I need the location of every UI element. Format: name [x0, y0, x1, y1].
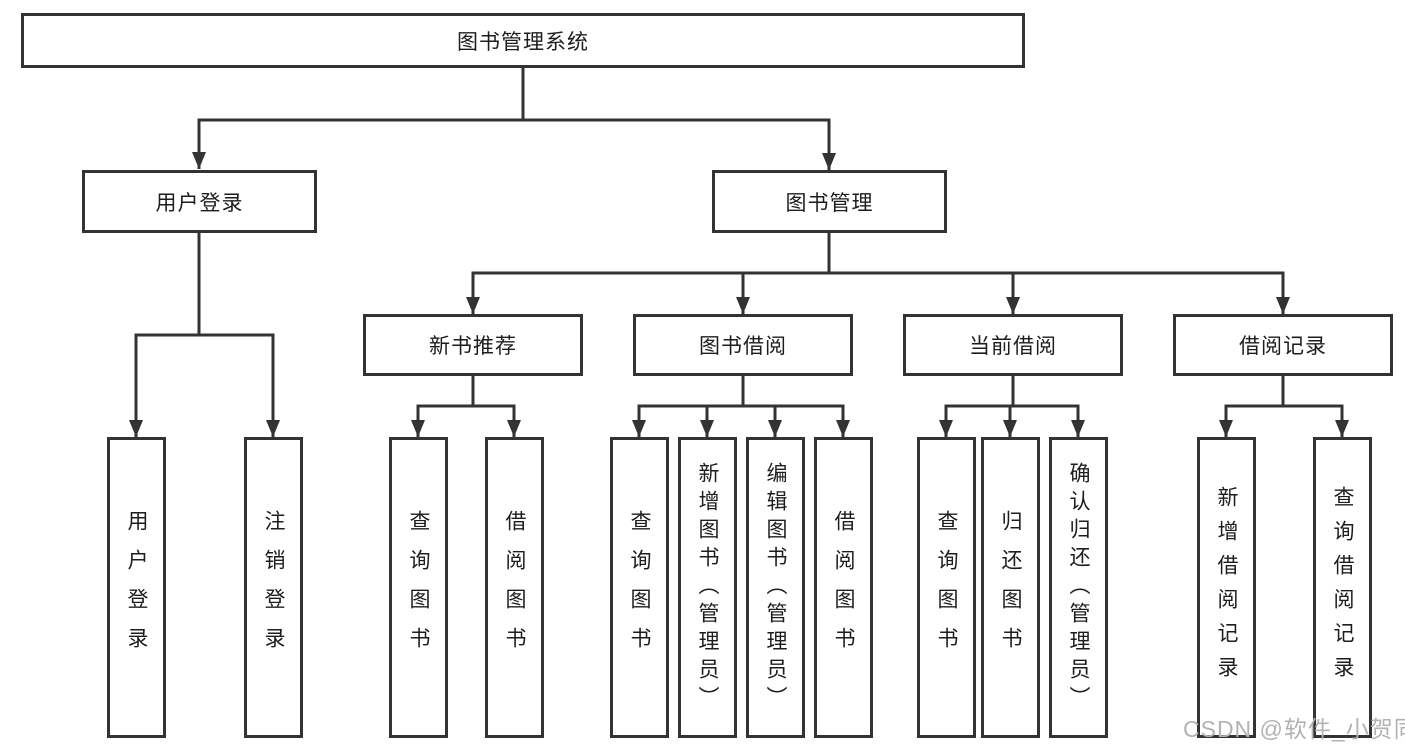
leaf-label: 注销登录 [262, 509, 285, 666]
node-new-book-recommendation: 新书推荐 [363, 314, 583, 376]
leaf-edit-books-admin: 编辑图书（管理员） [746, 437, 805, 738]
leaf-return-books: 归还图书 [981, 437, 1040, 738]
leaf-label: 查询借阅记录 [1331, 485, 1354, 690]
leaf-query-borrow-record: 查询借阅记录 [1313, 437, 1372, 738]
leaf-label: 查询图书 [407, 509, 430, 666]
leaf-add-borrow-record: 新增借阅记录 [1197, 437, 1256, 738]
csdn-watermark: CSDN @软件_小贺同学 [1183, 716, 1405, 742]
leaf-query-books-borrow: 查询图书 [610, 437, 669, 738]
node-library-management-system: 图书管理系统 [21, 13, 1025, 68]
leaf-label: 用户登录 [125, 509, 148, 666]
node-book-borrowing: 图书借阅 [633, 314, 853, 376]
leaf-user-login: 用户登录 [107, 437, 166, 738]
leaf-label: 新增图书（管理员） [696, 461, 719, 714]
leaf-query-books-rec: 查询图书 [389, 437, 448, 738]
leaf-query-books-current: 查询图书 [917, 437, 976, 738]
leaf-label: 借阅图书 [832, 509, 855, 666]
node-label: 图书管理系统 [457, 30, 589, 54]
leaf-label: 确认归还（管理员） [1067, 461, 1090, 714]
leaf-add-books-admin: 新增图书（管理员） [678, 437, 737, 738]
leaf-confirm-return-admin: 确认归还（管理员） [1049, 437, 1108, 738]
leaf-borrow-books-rec: 借阅图书 [485, 437, 544, 738]
leaf-label: 归还图书 [999, 509, 1022, 666]
node-label: 图书借阅 [699, 335, 787, 358]
node-label: 借阅记录 [1239, 335, 1327, 358]
leaf-label: 借阅图书 [503, 509, 526, 666]
leaf-logout: 注销登录 [244, 437, 303, 738]
node-book-management: 图书管理 [712, 170, 947, 233]
node-user-login: 用户登录 [82, 170, 317, 233]
node-label: 新书推荐 [429, 335, 517, 358]
node-label: 用户登录 [155, 191, 244, 215]
leaf-label: 新增借阅记录 [1215, 485, 1238, 690]
node-label: 图书管理 [785, 191, 874, 215]
leaf-label: 编辑图书（管理员） [764, 461, 787, 714]
node-current-borrowing: 当前借阅 [903, 314, 1123, 376]
leaf-borrow-books: 借阅图书 [814, 437, 873, 738]
leaf-label: 查询图书 [935, 509, 958, 666]
leaf-label: 查询图书 [628, 509, 651, 666]
node-label: 当前借阅 [969, 335, 1057, 358]
node-borrowing-records: 借阅记录 [1173, 314, 1393, 376]
